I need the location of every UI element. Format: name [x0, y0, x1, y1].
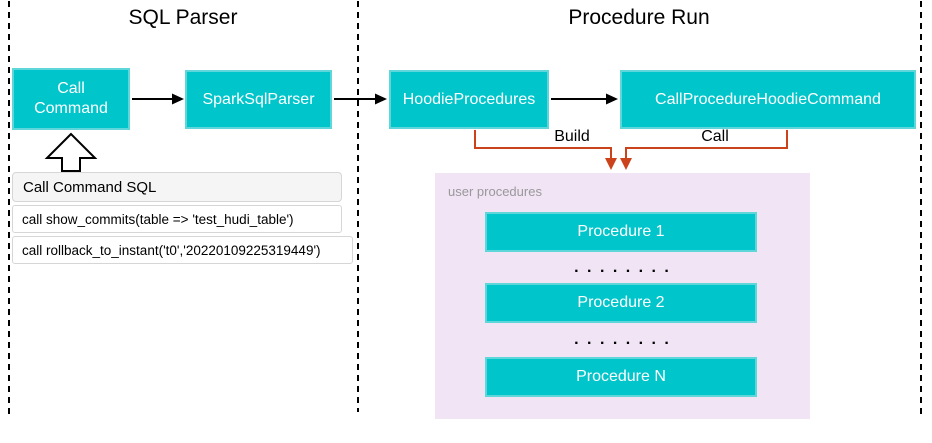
- edge-label-call: Call: [701, 128, 729, 145]
- section-title-sql-parser: SQL Parser: [128, 6, 238, 29]
- user-procedures-label: user procedures: [448, 184, 542, 199]
- arrow-sparksqlparser-to-hoodieprocedures: [334, 93, 387, 105]
- node-procedure-n: Procedure N: [485, 357, 757, 397]
- arrow-hoodieprocedures-to-callprocedure: [551, 93, 618, 105]
- ellipsis-row: . . . . . . . .: [574, 331, 671, 348]
- edge-label-build: Build: [554, 128, 590, 145]
- sql-table-row: call show_commits(table => 'test_hudi_ta…: [12, 205, 342, 233]
- sql-table-row: call rollback_to_instant('t0','202201092…: [12, 236, 353, 264]
- node-procedure-1: Procedure 1: [485, 212, 757, 252]
- sql-table-header: Call Command SQL: [12, 172, 342, 202]
- section-title-procedure-run: Procedure Run: [568, 6, 710, 29]
- arrow-callcommand-to-sparksqlparser: [132, 93, 184, 105]
- node-sparksqlparser: SparkSqlParser: [185, 70, 332, 129]
- node-callprocedurehoodiecommand: CallProcedureHoodieCommand: [620, 70, 916, 129]
- node-call-command: Call Command: [12, 68, 130, 130]
- hollow-up-arrow: [44, 132, 98, 172]
- node-procedure-2: Procedure 2: [485, 283, 757, 323]
- ellipsis-row: . . . . . . . .: [574, 259, 671, 276]
- user-procedures-container: user procedures Procedure 1 . . . . . . …: [435, 173, 810, 419]
- node-hoodieprocedures: HoodieProcedures: [389, 70, 549, 129]
